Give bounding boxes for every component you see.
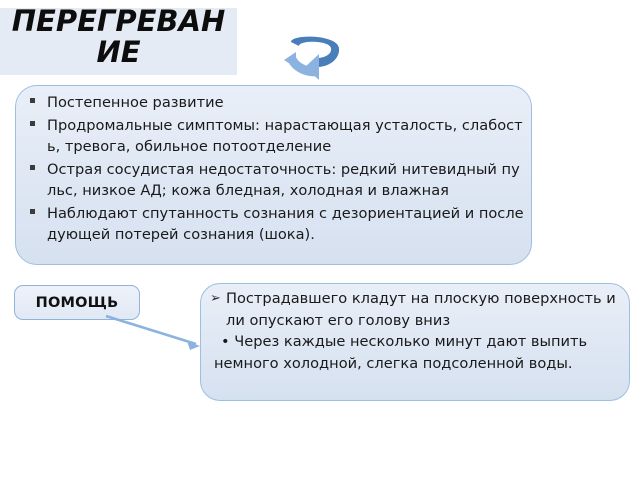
dot-bullet-icon: •	[221, 333, 230, 350]
symptoms-content-box: Постепенное развитие Продромальные симпт…	[15, 85, 532, 265]
symptoms-list: Постепенное развитие Продромальные симпт…	[16, 86, 531, 246]
square-bullet-icon	[30, 120, 35, 126]
diagonal-arrow-icon	[104, 312, 210, 354]
list-item: Острая сосудистая недостаточность: редки…	[24, 159, 525, 202]
list-item: Продромальные симптомы: нарастающая уста…	[24, 115, 525, 158]
square-bullet-icon	[30, 98, 35, 103]
title-band	[0, 8, 237, 75]
list-item: • Через каждые несколько минут дают выпи…	[210, 331, 622, 353]
list-item: немного холодной, слегка подсоленной вод…	[210, 353, 622, 375]
help-actions-text: ➢ Пострадавшего кладут на плоскую поверх…	[200, 285, 630, 374]
list-item-label: Продромальные симптомы: нарастающая уста…	[47, 116, 523, 156]
list-item-label: Через каждые несколько минут дают выпить	[234, 333, 588, 350]
list-item-label: Пострадавшего кладут на плоскую поверхно…	[226, 290, 616, 329]
arrow-bullet-icon: ➢	[210, 291, 221, 306]
list-item-label: Наблюдают спутанность сознания с дезорие…	[47, 204, 524, 244]
page-title: ПЕРЕГРЕВАНИЕ	[11, 4, 226, 69]
help-actions-content-box	[200, 283, 630, 401]
list-item: ➢ Пострадавшего кладут на плоскую поверх…	[210, 288, 622, 331]
list-item-label: Постепенное развитие	[47, 94, 224, 111]
help-label-box: ПОМОЩЬ	[14, 285, 140, 320]
list-item: Постепенное развитие	[24, 92, 525, 114]
circular-arrow-left-icon	[283, 30, 345, 82]
list-item: Наблюдают спутанность сознания с дезорие…	[24, 203, 525, 246]
list-item-label: немного холодной, слегка подсоленной вод…	[214, 354, 573, 372]
list-item-label: Острая сосудистая недостаточность: редки…	[47, 160, 520, 200]
help-label: ПОМОЩЬ	[35, 294, 119, 311]
square-bullet-icon	[30, 164, 35, 170]
square-bullet-icon	[30, 208, 35, 214]
